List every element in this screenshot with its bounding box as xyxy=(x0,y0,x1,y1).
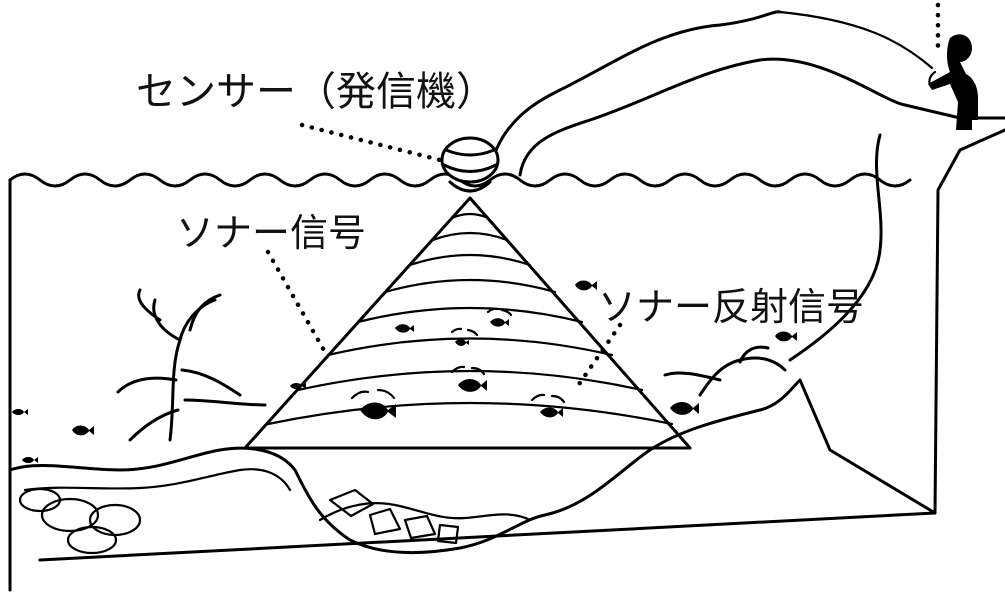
fish-icon xyxy=(670,402,699,415)
angler-icon xyxy=(778,10,978,130)
sonar-echo-label: ソナー反射信号 xyxy=(598,285,865,329)
sensor-label: センサー（発信機） xyxy=(136,69,496,115)
sonar-cone xyxy=(243,196,692,450)
fish-icon xyxy=(290,383,306,389)
fish-icon xyxy=(12,409,28,415)
lake-bottom xyxy=(8,378,937,554)
rocks xyxy=(18,487,460,555)
riverbank-lower xyxy=(518,57,907,177)
echo-arcs xyxy=(350,307,566,404)
sonar-signal-label: ソナー信号 xyxy=(176,211,367,255)
sensor-icon xyxy=(440,136,500,193)
riverbank-upper xyxy=(488,10,782,172)
weed-right xyxy=(663,345,787,397)
weed-left xyxy=(116,288,267,442)
fish-icon xyxy=(455,339,469,346)
lake-outline xyxy=(8,128,1005,592)
fish-icon xyxy=(458,379,487,392)
sensor-leader-line xyxy=(299,122,443,163)
fish-icon xyxy=(395,324,414,333)
fish-icon xyxy=(360,402,396,420)
fish-icon xyxy=(22,457,38,463)
fish-icon xyxy=(490,318,509,327)
sonar-leader-line xyxy=(265,249,328,355)
echo-leader-line xyxy=(572,322,623,393)
fish-icon xyxy=(72,425,94,436)
fish-icon xyxy=(575,280,597,291)
fish-group xyxy=(12,280,797,463)
fish-icon xyxy=(775,331,797,342)
fish-icon xyxy=(540,407,563,418)
lake-bottom-inner xyxy=(23,468,532,522)
